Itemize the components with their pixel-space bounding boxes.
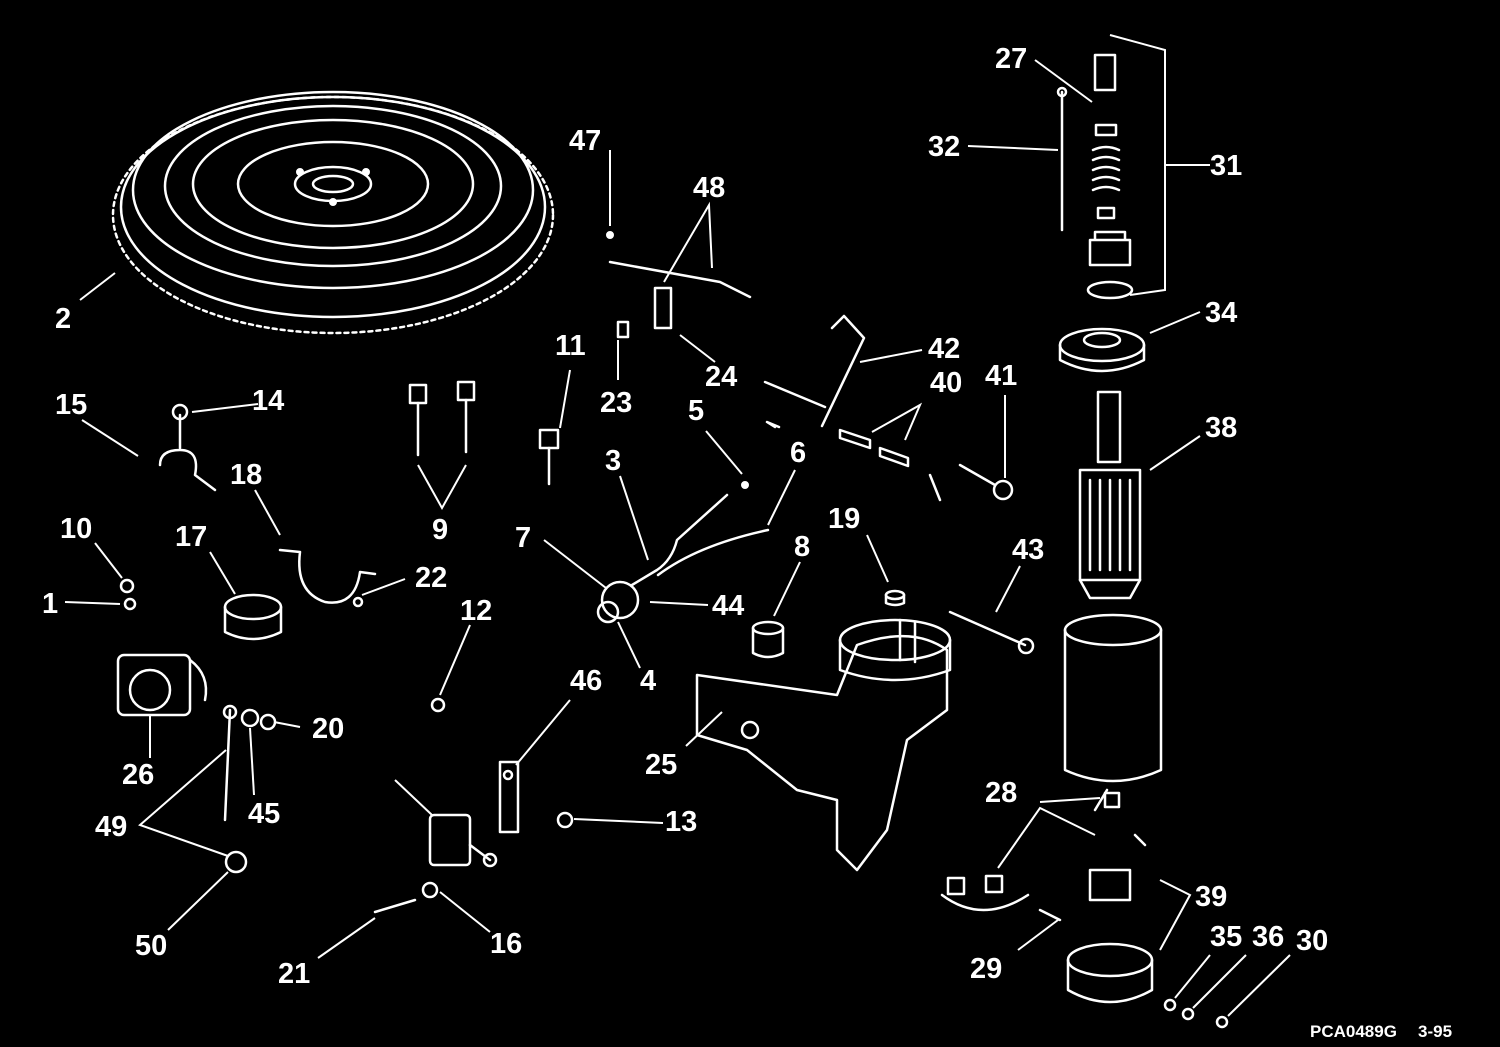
callout-40: 41 <box>985 360 1017 392</box>
end-cap-part <box>1066 788 1154 1004</box>
callout-5: 5 <box>688 395 704 427</box>
callout-23: 23 <box>600 387 632 419</box>
clamp-part <box>158 403 377 641</box>
through-bolt-part <box>948 610 1035 655</box>
callout-43: 44 <box>712 590 744 622</box>
callout-38: 39 <box>1195 881 1227 913</box>
callout-31: 31 <box>1210 150 1242 182</box>
drive-housing-part <box>1058 327 1146 373</box>
bolt-parts <box>408 380 560 713</box>
callout-30: 30 <box>1296 925 1328 957</box>
callout-28: 28 <box>985 777 1017 809</box>
drawing-code: PCA0489G <box>1310 1022 1397 1041</box>
callout-13: 13 <box>665 806 697 838</box>
callout-37: 38 <box>1205 412 1237 444</box>
callout-49: 50 <box>135 930 167 962</box>
relay-part <box>259 713 574 914</box>
callout-17: 17 <box>175 521 207 553</box>
callout-27: 27 <box>995 43 1027 75</box>
callout-25: 25 <box>645 749 677 781</box>
callout-4: 4 <box>640 665 656 697</box>
callout-labels: 2 27 32 31 34 38 47 48 24 23 42 40 41 11… <box>42 43 1328 990</box>
frame-part <box>1063 613 1163 783</box>
callout-47: 48 <box>693 172 725 204</box>
brush-parts <box>940 791 1229 1029</box>
flywheel-part <box>111 90 555 335</box>
callout-45: 46 <box>570 665 602 697</box>
callout-48: 49 <box>95 811 127 843</box>
callout-18: 18 <box>230 459 262 491</box>
callout-6: 6 <box>790 437 806 469</box>
callout-26: 26 <box>122 759 154 791</box>
starter-drive-part <box>1056 53 1134 300</box>
bushing-part <box>751 589 906 659</box>
callout-44: 45 <box>248 798 280 830</box>
callout-1: 1 <box>42 588 58 620</box>
callout-34: 34 <box>1205 297 1237 329</box>
leader-lines <box>64 34 1291 1017</box>
armature-part <box>1078 390 1142 600</box>
callout-3: 3 <box>605 445 621 477</box>
callout-41: 42 <box>928 333 960 365</box>
callout-7: 7 <box>515 522 531 554</box>
callout-10: 10 <box>60 513 92 545</box>
callout-2: 2 <box>55 303 71 335</box>
callout-11: 11 <box>555 330 586 362</box>
callout-14: 14 <box>252 385 284 417</box>
callout-8: 8 <box>794 531 810 563</box>
callout-24: 24 <box>705 361 737 393</box>
callout-29: 29 <box>970 953 1002 985</box>
callout-21: 21 <box>278 958 310 990</box>
callout-16: 16 <box>490 928 522 960</box>
solenoid-part <box>116 578 260 874</box>
drawing-revision: 3-95 <box>1418 1022 1452 1041</box>
callout-20: 20 <box>312 713 344 745</box>
callout-39: 40 <box>930 367 962 399</box>
callout-22: 22 <box>415 562 447 594</box>
cable-part <box>606 231 752 339</box>
callout-9: 9 <box>432 514 448 546</box>
callout-35: 35 <box>1210 921 1242 953</box>
linkage-part <box>763 314 1014 502</box>
callout-36: 36 <box>1252 921 1284 953</box>
callout-42: 43 <box>1012 534 1044 566</box>
callout-19: 19 <box>828 503 860 535</box>
callout-12: 12 <box>460 595 492 627</box>
callout-15: 15 <box>55 389 87 421</box>
callout-46: 47 <box>569 125 601 157</box>
switch-part <box>596 481 770 624</box>
starter-bracket-part <box>695 618 952 872</box>
callout-32: 32 <box>928 131 960 163</box>
